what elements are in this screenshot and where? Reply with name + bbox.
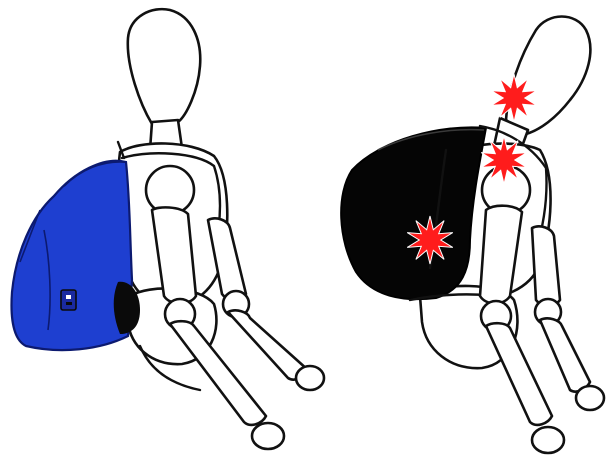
left-front-hand — [252, 423, 284, 449]
right-backpack — [341, 127, 486, 299]
right-back-upper-arm — [532, 226, 560, 306]
right-front-hand — [532, 427, 564, 453]
right-back-hand — [576, 386, 604, 410]
left-backpack — [12, 161, 132, 350]
right-back-forearm — [540, 318, 590, 391]
left-back-hand — [296, 366, 324, 390]
right-figure — [341, 17, 604, 454]
right-front-forearm — [486, 323, 552, 425]
left-backpack-logo-patch — [61, 290, 76, 310]
left-mannequin-head — [128, 9, 200, 124]
left-figure — [12, 9, 324, 449]
left-back-forearm — [228, 310, 308, 379]
right-mannequin-head — [506, 17, 590, 135]
